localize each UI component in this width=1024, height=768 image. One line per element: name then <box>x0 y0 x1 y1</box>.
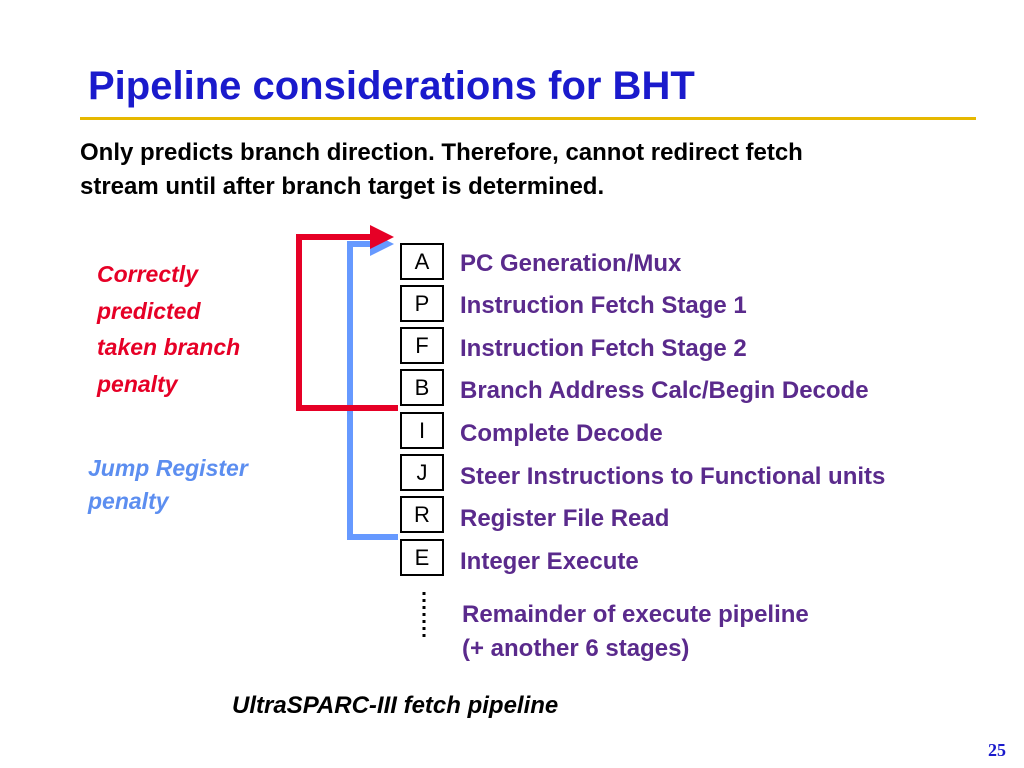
stage-description: Instruction Fetch Stage 1 <box>460 292 747 319</box>
stage-description: Instruction Fetch Stage 2 <box>460 335 747 362</box>
taken-branch-penalty-label: Correctly predicted taken branch penalty <box>97 256 240 402</box>
stage-box: I <box>400 412 444 449</box>
stage-description: PC Generation/Mux <box>460 250 682 277</box>
page-number: 25 <box>988 740 1006 760</box>
stage-box: R <box>400 496 444 533</box>
remainder-note: Remainder of execute pipeline (+ another… <box>462 598 809 666</box>
stage-box: P <box>400 285 444 322</box>
label-line: taken branch <box>97 334 241 360</box>
stage-box: J <box>400 454 444 491</box>
stage-description: Complete Decode <box>460 420 663 447</box>
label-line: Jump Register <box>88 455 248 481</box>
slide-subtitle: Only predicts branch direction. Therefor… <box>80 136 980 204</box>
taken-branch-arrow <box>296 225 398 411</box>
remainder-line: Remainder of execute pipeline <box>462 601 809 628</box>
label-line: Correctly <box>97 261 198 287</box>
remainder-line: (+ another 6 stages) <box>462 635 690 662</box>
title-underline <box>80 117 976 120</box>
stage-box: E <box>400 539 444 576</box>
label-line: penalty <box>88 488 169 514</box>
stage-box: A <box>400 243 444 280</box>
stage-box: B <box>400 369 444 406</box>
stage-description: Integer Execute <box>460 548 639 575</box>
figure-caption: UltraSPARC-III fetch pipeline <box>232 692 559 719</box>
stage-description: Branch Address Calc/Begin Decode <box>460 377 869 404</box>
label-line: predicted <box>97 297 201 324</box>
subtitle-line: Only predicts branch direction. Therefor… <box>80 139 803 166</box>
stage-description: Steer Instructions to Functional units <box>460 463 886 490</box>
jump-register-penalty-label: Jump Register penalty <box>88 452 248 518</box>
label-line: penalty <box>97 370 178 397</box>
slide-title: Pipeline considerations for BHT <box>88 64 695 108</box>
stage-box: F <box>400 327 444 364</box>
jump-register-arrow <box>347 232 398 540</box>
stage-description: Register File Read <box>460 505 670 532</box>
subtitle-line: stream until after branch target is dete… <box>80 173 605 200</box>
